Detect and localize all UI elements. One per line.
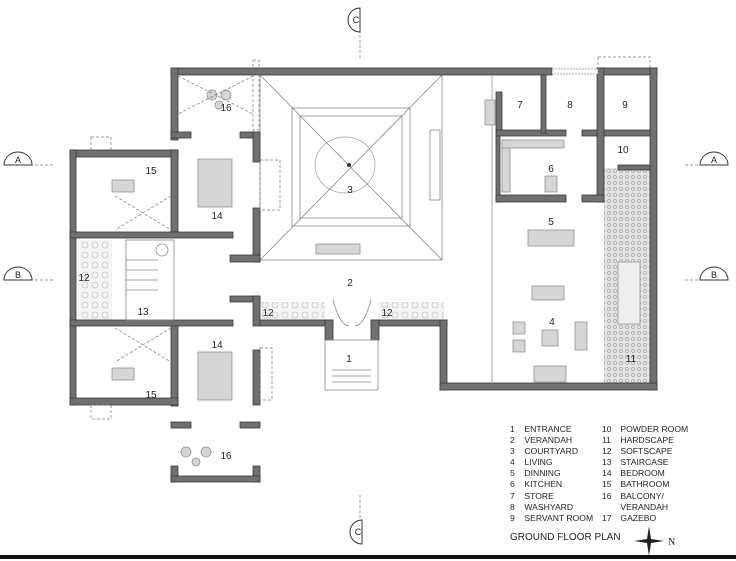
section-marker-c-top: C	[347, 7, 361, 33]
staircase	[125, 239, 175, 321]
room-label-balcony: 16	[220, 103, 232, 114]
room-label-softscape: 12	[381, 308, 393, 319]
room-label-courtyard: 3	[347, 185, 353, 196]
walls	[69, 67, 658, 483]
north-label: N	[668, 537, 675, 548]
softscape-mid-right	[378, 302, 444, 320]
room-label-kitchen: 6	[548, 164, 554, 175]
entrance-steps	[324, 339, 379, 391]
room-label-staircase: 13	[137, 307, 149, 318]
svg-text:A: A	[15, 155, 21, 165]
room-label-verandah: 2	[347, 278, 353, 289]
courtyard	[259, 74, 443, 261]
room-label-servant: 9	[622, 100, 628, 111]
openings	[90, 56, 651, 420]
legend-item: 8 WASHYARD	[510, 501, 574, 512]
legend-item: 3 COURTYARD	[510, 446, 579, 457]
legend-item: 4 LIVING	[510, 457, 553, 468]
legend-item: 6 KITCHEN	[510, 479, 563, 490]
room-label-hardscape: 11	[626, 354, 637, 365]
room-label-washyard: 8	[567, 100, 573, 111]
legend-item: 15 BATHROOM	[602, 479, 670, 490]
svg-text:B: B	[15, 270, 21, 280]
legend-item: 2 VERANDAH	[510, 435, 573, 446]
section-marker-c-bottom: C	[349, 519, 363, 545]
room-label-bathroom: 15	[145, 166, 157, 177]
legend-item: 1 ENTRANCE	[510, 424, 572, 434]
softscape-left	[78, 240, 112, 320]
room-label-bedroom: 14	[211, 340, 223, 351]
svg-text:C: C	[355, 527, 362, 537]
room-label-powder: 10	[617, 145, 629, 156]
section-marker-a-right: A	[699, 151, 729, 166]
room-label-dinning: 5	[548, 217, 554, 228]
section-marker-b-left: B	[3, 266, 33, 281]
legend-item: 9 SERVANT ROOM	[510, 512, 594, 523]
room-label-bedroom: 14	[211, 211, 223, 222]
north-arrow-icon: N	[634, 526, 680, 561]
hardscape-stair	[617, 261, 641, 325]
legend-item: 5 DINNING	[510, 468, 561, 479]
room-label-entrance: 1	[346, 354, 352, 365]
room-label-living: 4	[549, 317, 555, 328]
legend-item: 10 POWDER ROOM	[602, 424, 689, 434]
legend-item: VERANDAH	[620, 501, 669, 512]
svg-text:B: B	[711, 270, 717, 280]
legend-item: 7 STORE	[510, 490, 554, 501]
room-labels: 1 2 3 4 5 6 7 8 9 10 11 12 12 12 13 14 1…	[78, 100, 636, 462]
room-label-softscape: 12	[262, 308, 274, 319]
section-marker-b-right: B	[699, 266, 729, 281]
room-label-bathroom: 15	[145, 390, 157, 401]
legend-item: 11 HARDSCAPE	[602, 435, 674, 446]
room-label-softscape: 12	[78, 273, 90, 284]
plan-title: GROUND FLOOR PLAN	[510, 532, 621, 543]
legend-item: 16 BALCONY/	[602, 490, 664, 501]
legend-item: 12 SOFTSCAPE	[602, 446, 673, 457]
section-marker-a-left: A	[3, 151, 33, 166]
svg-text:A: A	[711, 155, 717, 165]
room-label-balcony: 16	[220, 451, 232, 462]
bottom-border	[0, 555, 736, 559]
legend-item: 14 BEDROOM	[602, 468, 665, 479]
legend-item: 17 GAZEBO	[602, 512, 657, 523]
softscape-mid-left	[261, 302, 325, 320]
legend-item: 13 STAIRCASE	[602, 457, 669, 468]
room-label-store: 7	[517, 100, 523, 111]
furniture	[111, 75, 588, 467]
svg-text:C: C	[353, 15, 360, 25]
